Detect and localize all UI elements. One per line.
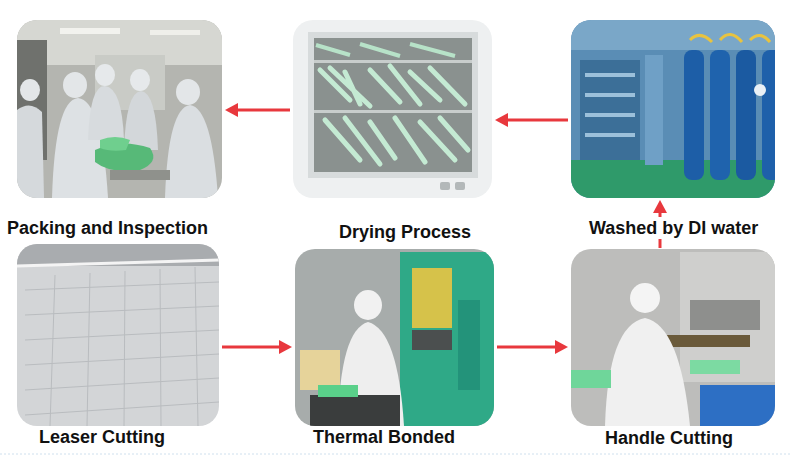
arrow-head <box>225 103 238 117</box>
arrow-head <box>279 340 292 354</box>
arrow-line <box>497 346 558 349</box>
process-step: Leaser Cutting <box>17 244 219 426</box>
step-caption: Packing and Inspection <box>5 217 210 239</box>
arrow-head <box>653 200 667 213</box>
process-step: Washed by DI water <box>571 20 775 198</box>
flow-arrow <box>225 103 290 117</box>
process-step: Packing and Inspection <box>17 20 222 198</box>
step-caption: Thermal Bonded <box>311 426 457 448</box>
step-caption: Drying Process <box>337 221 473 243</box>
process-step: Handle Cutting <box>571 249 775 426</box>
arrow-head <box>495 113 508 127</box>
laser-photo <box>17 244 219 426</box>
process-step: Thermal Bonded <box>295 249 494 426</box>
flow-arrow <box>497 340 568 354</box>
arrow-head <box>555 340 568 354</box>
step-caption: Handle Cutting <box>603 427 735 449</box>
drying-photo <box>293 20 492 198</box>
packing-photo <box>17 20 222 198</box>
flow-arrow <box>495 113 568 127</box>
arrow-line <box>222 346 282 349</box>
thermal-photo <box>295 249 494 426</box>
footer-rule <box>0 454 790 455</box>
step-caption: Leaser Cutting <box>37 426 167 448</box>
arrow-line <box>505 119 568 122</box>
step-caption: Washed by DI water <box>587 217 760 239</box>
arrow-line <box>235 109 290 112</box>
flow-arrow <box>222 340 292 354</box>
process-step: Drying Process <box>293 20 492 198</box>
handle-photo <box>571 249 775 426</box>
di-water-photo <box>571 20 775 198</box>
